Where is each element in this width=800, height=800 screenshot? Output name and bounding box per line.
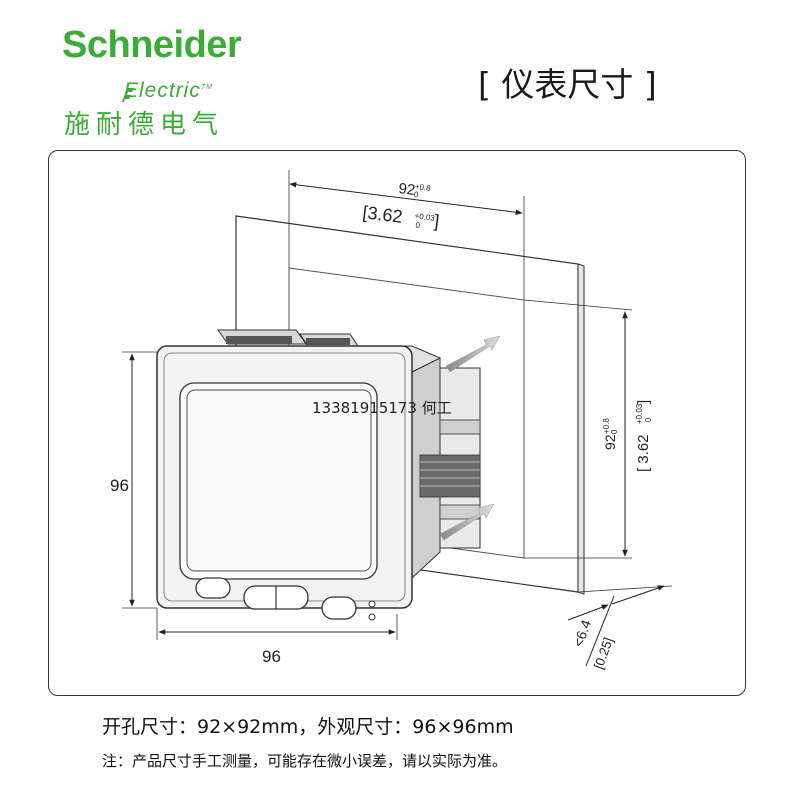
meter-button-left bbox=[195, 577, 231, 599]
cutout-height-tol-lower: 0 bbox=[610, 429, 619, 434]
cutout-width-inch-close: ] bbox=[433, 211, 440, 231]
cutout-width-tol-upper: +0.8 bbox=[414, 182, 431, 193]
cutout-height-tol-upper: +0.8 bbox=[602, 418, 611, 434]
depth-value: <6.4 bbox=[570, 617, 595, 649]
front-width-value: 96 bbox=[262, 647, 281, 666]
front-height-dimension: 96 bbox=[110, 351, 157, 609]
front-width-dimension: 96 bbox=[156, 608, 398, 666]
cutout-height-inch-tol-lower: 0 bbox=[644, 417, 653, 422]
panel-depth-dimension: <6.4 [0.25] bbox=[567, 585, 673, 671]
dimension-summary: 开孔尺寸：92×92mm，外观尺寸：96×96mm bbox=[102, 716, 514, 738]
cutout-width-dimension: 92 +0.8 0 [3.62 +0.03 0 ] bbox=[288, 170, 525, 300]
cutout-height-inch-close: ] bbox=[635, 400, 652, 404]
meter-button-right bbox=[321, 596, 357, 620]
cutout-height-inch-tol-upper: +0.03 bbox=[635, 403, 644, 424]
insertion-arrow-top bbox=[445, 335, 501, 373]
brand-logo: Schneider ElectricTM 施耐德电气 bbox=[62, 24, 292, 140]
cutout-width-inch-tol-lower: 0 bbox=[415, 221, 421, 231]
brand-chinese-name: 施耐德电气 bbox=[64, 110, 225, 140]
cutout-height-inch: [ 3.62 bbox=[635, 434, 652, 472]
cutout-width-tol-lower: 0 bbox=[413, 190, 419, 200]
cutout-width-inch-tol-upper: +0.03 bbox=[414, 211, 436, 222]
meter-front-bezel bbox=[156, 345, 413, 609]
page-title: [ 仪表尺寸 ] bbox=[478, 65, 657, 104]
schneider-logo-icon bbox=[122, 88, 134, 102]
meter-led-bottom bbox=[368, 613, 376, 621]
meter-led-top bbox=[368, 600, 376, 608]
insertion-arrow-bottom bbox=[439, 503, 495, 541]
meter-button-center bbox=[243, 585, 309, 610]
measurement-note: 注：产品尺寸手工测量，可能存在微小误差，请以实际为准。 bbox=[102, 752, 508, 770]
brand-subword: ElectricTM bbox=[124, 79, 213, 102]
brand-wordmark: Schneider bbox=[62, 24, 242, 66]
front-height-value: 96 bbox=[110, 476, 129, 495]
cutout-width-inch: [3.62 bbox=[362, 202, 404, 227]
depth-inch: [0.25] bbox=[591, 635, 616, 671]
diagram-frame bbox=[48, 150, 746, 696]
cutout-width-value: 92 bbox=[398, 180, 417, 199]
cutout-height-dimension: 92 +0.8 0 [ 3.62 +0.03 0 ] bbox=[523, 299, 653, 559]
cutout-height-value: 92 bbox=[602, 434, 618, 450]
contact-watermark: 13381915173 何工 bbox=[312, 399, 452, 417]
